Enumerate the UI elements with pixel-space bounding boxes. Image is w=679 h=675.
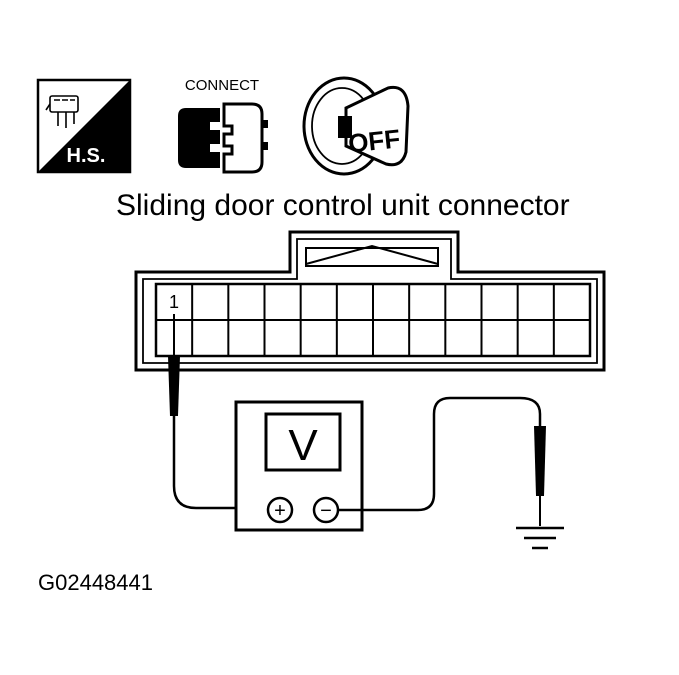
- positive-terminal: [266, 496, 294, 524]
- positive-terminal-label: +: [274, 500, 286, 522]
- figure-id: G02448441: [38, 570, 153, 595]
- negative-terminal-label: −: [320, 500, 332, 522]
- connector-housing: [134, 230, 606, 372]
- diagram-title: Sliding door control unit connector: [116, 189, 570, 222]
- ground-symbol-icon: [516, 526, 564, 550]
- negative-test-probe: [338, 396, 546, 526]
- connect-label: CONNECT: [185, 77, 259, 94]
- harness-side-label: H.S.: [67, 145, 106, 167]
- terminal-1-label: 1: [169, 292, 179, 312]
- meter-mode-label: V: [288, 421, 318, 470]
- positive-test-probe: [168, 314, 266, 510]
- voltmeter: V + −: [234, 400, 364, 532]
- connector-connect-icon: CONNECT: [178, 77, 268, 174]
- ignition-off-label: OFF: [347, 123, 402, 158]
- ignition-key-off-icon: OFF: [302, 76, 410, 176]
- connector-terminal-grid: [156, 284, 590, 356]
- harness-side-connector-icon: H.S.: [36, 78, 132, 174]
